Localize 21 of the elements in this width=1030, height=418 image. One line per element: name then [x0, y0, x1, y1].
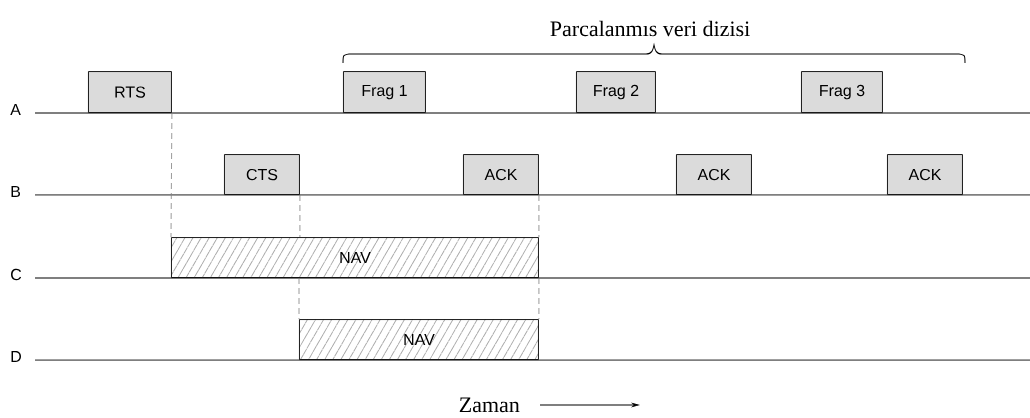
dashed-guide-line: [538, 277, 540, 320]
frame-box: Frag 1: [343, 71, 426, 113]
dashed-guide-line: [298, 277, 300, 320]
row-label: C: [11, 268, 22, 281]
dashed-guide-line: [170, 112, 173, 238]
frame-box: Frag 2: [576, 71, 656, 113]
frame-box: ACK: [887, 154, 963, 195]
bracket-label: Parcalanmıs veri dizisi: [550, 20, 750, 37]
dashed-guide-line: [299, 194, 301, 238]
frame-box: ACK: [463, 154, 539, 195]
frame-box: RTS: [88, 71, 172, 113]
frame-box: ACK: [676, 154, 752, 195]
frame-box: Frag 3: [801, 71, 883, 113]
axis-label: Zaman: [459, 397, 520, 413]
hatched-bar: NAV: [299, 319, 539, 360]
dashed-guide-line: [538, 194, 540, 238]
row-label: A: [10, 104, 21, 115]
frame-box: CTS: [224, 154, 300, 195]
hatched-bar: NAV: [171, 237, 539, 278]
row-label: B: [11, 186, 21, 197]
row-label: D: [11, 351, 21, 362]
